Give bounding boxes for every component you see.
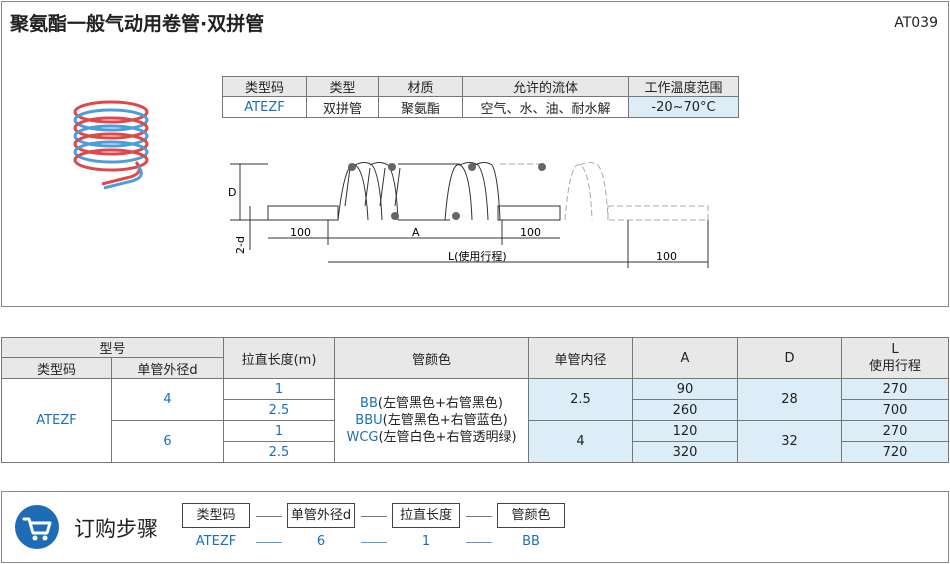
cell-a: 120	[632, 420, 738, 442]
spec-header-type: 类型	[306, 76, 379, 97]
spec-type-code: ATEZF	[222, 96, 307, 118]
order-connector	[361, 516, 387, 517]
cell-a: 90	[632, 378, 738, 400]
header-model: 型号	[1, 337, 224, 358]
cell-colors: BB(左管黑色+右管黑色) BBU(左管黑色+右管蓝色) WCG(左管白色+右管…	[334, 378, 529, 463]
color-code: BBU	[355, 413, 383, 428]
order-connector	[256, 516, 282, 517]
cell-d: 32	[737, 420, 842, 463]
dim-100-mid: 100	[520, 226, 541, 239]
dim-l-label: L(使用行程)	[448, 250, 507, 263]
dim-a-label: A	[412, 226, 420, 239]
cell-a: 320	[632, 441, 738, 463]
dimension-drawing: D 2-d 100 A 100 L(使用行程) 100	[228, 162, 709, 268]
product-code: AT039	[894, 15, 938, 31]
cell-a: 260	[632, 399, 738, 421]
cell-l: 270	[841, 378, 949, 400]
dim-d-label: D	[228, 186, 236, 199]
header-outer-d: 单管外径d	[111, 357, 224, 379]
order-panel	[1, 491, 949, 563]
order-box-type-code: 类型码	[182, 503, 250, 528]
cell-d: 28	[737, 378, 842, 421]
dim-2d-label: 2-d	[234, 236, 247, 254]
spec-header-fluid: 允许的流体	[462, 76, 629, 97]
order-value-type-code: ATEZF	[195, 534, 237, 549]
color-desc: (左管黑色+右管蓝色)	[382, 413, 508, 428]
cell-l: 700	[841, 399, 949, 421]
cell-inner: 4	[528, 420, 633, 463]
color-code: BB	[360, 396, 378, 411]
order-box-color: 管颜色	[497, 503, 565, 528]
cell-stretch: 1	[223, 420, 335, 442]
order-value-outer-d: 6	[316, 534, 326, 549]
header-d: D	[737, 337, 842, 379]
order-value-color: BB	[522, 534, 540, 549]
spec-material: 聚氨酯	[378, 96, 463, 118]
cart-icon	[15, 505, 59, 549]
spec-header-temp: 工作温度范围	[628, 76, 739, 97]
header-l: L 使用行程	[841, 337, 949, 379]
spec-temp: -20~70°C	[628, 96, 739, 118]
order-value-connector	[466, 542, 492, 543]
order-value-stretch: 1	[421, 534, 431, 549]
order-box-stretch: 拉直长度	[392, 503, 460, 528]
cell-stretch: 1	[223, 378, 335, 400]
header-type-code: 类型码	[1, 357, 112, 379]
order-connector	[466, 516, 492, 517]
coil-tube-image	[73, 100, 149, 190]
spec-fluid: 空气、水、油、耐水解	[462, 96, 629, 118]
color-desc: (左管白色+右管透明绿)	[378, 430, 517, 445]
order-box-outer-d: 单管外径d	[287, 503, 355, 528]
spec-table: 类型码 类型 材质 允许的流体 工作温度范围 ATEZF 双拼管 聚氨酯 空气、…	[222, 76, 739, 118]
product-panel	[1, 1, 949, 307]
cell-stretch: 2.5	[223, 399, 335, 421]
order-value-connector	[361, 542, 387, 543]
header-inner: 单管内径	[528, 337, 633, 379]
cell-stretch: 2.5	[223, 441, 335, 463]
cell-l: 270	[841, 420, 949, 442]
dim-100-right: 100	[656, 250, 677, 263]
cell-outer-6: 6	[111, 420, 224, 463]
dim-100-left: 100	[290, 226, 311, 239]
cell-inner: 2.5	[528, 378, 633, 421]
order-value-connector	[256, 542, 282, 543]
cell-outer-4: 4	[111, 378, 224, 421]
spec-type: 双拼管	[306, 96, 379, 118]
order-title: 订购步骤	[74, 517, 158, 541]
cell-type-code: ATEZF	[1, 378, 112, 463]
header-color: 管颜色	[334, 337, 529, 379]
header-stretch: 拉直长度(m)	[223, 337, 335, 379]
color-code: WCG	[346, 430, 379, 445]
header-a: A	[632, 337, 738, 379]
spec-header-type-code: 类型码	[222, 76, 307, 97]
spec-header-material: 材质	[378, 76, 463, 97]
color-desc: (左管黑色+右管黑色)	[377, 396, 503, 411]
cell-l: 720	[841, 441, 949, 463]
page-title: 聚氨酯一般气动用卷管·双拼管	[10, 13, 265, 35]
model-table: 型号 拉直长度(m) 管颜色 单管内径 A D L 使用行程 类型码 单管外径d…	[1, 337, 949, 463]
